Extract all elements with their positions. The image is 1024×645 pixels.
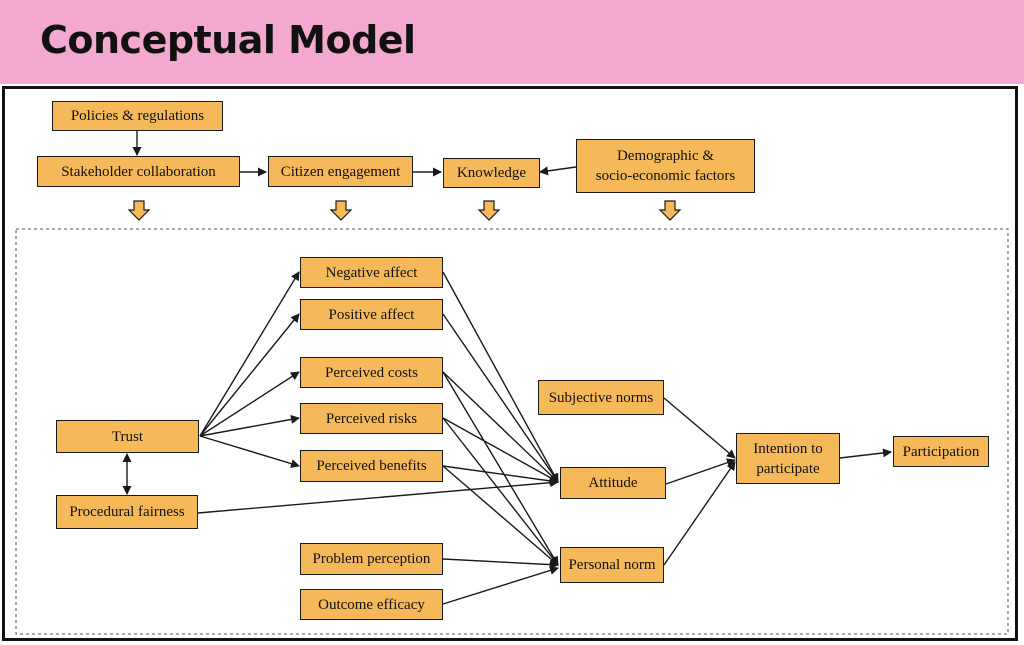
node-label: Policies & regulations xyxy=(70,108,205,124)
node-label: Positive affect xyxy=(328,306,415,323)
arrow-trust-to-negative-affect xyxy=(199,271,300,437)
arrow-perceived-benefits-to-personal-norm xyxy=(442,465,559,566)
node-perceived-costs: Perceived costs xyxy=(300,357,443,388)
node-stakeholder-collaboration: Stakeholder collaboration xyxy=(37,156,240,187)
node-personal-norm: Personal norm xyxy=(560,547,664,583)
arrow-perceived-costs-to-personal-norm xyxy=(442,371,559,566)
node-perceived-risks: Perceived risks xyxy=(300,403,443,434)
node-label: Citizen engagement xyxy=(280,163,401,180)
arrow-procedural-fairness-to-attitude xyxy=(197,478,559,514)
node-label: Perceived risks xyxy=(325,410,418,427)
arrow-subjective-norms-to-intention xyxy=(663,397,736,459)
arrow-problem-perception-to-personal-norm xyxy=(442,558,559,570)
node-label: Perceived costs xyxy=(325,364,418,381)
arrow-personal-norm-to-intention xyxy=(663,461,736,566)
down-arrow-icon xyxy=(329,200,353,221)
arrow-perceived-risks-to-personal-norm xyxy=(442,417,559,566)
dashed-model-area xyxy=(15,228,1009,635)
node-demographic-factors: Demographic & socio-economic factors xyxy=(576,139,755,193)
down-arrow-icon xyxy=(127,200,151,221)
arrow-trust-to-positive-affect xyxy=(199,313,300,437)
arrow-demographic-to-knowledge xyxy=(539,166,577,176)
node-label-line-1: Demographic & xyxy=(616,148,715,164)
node-label-line-2: participate xyxy=(756,460,820,477)
node-positive-affect: Positive affect xyxy=(300,299,443,330)
node-label: Knowledge xyxy=(456,165,527,181)
node-perceived-benefits: Perceived benefits xyxy=(300,450,443,482)
node-label: Trust xyxy=(111,428,144,445)
node-policies-regulations: Policies & regulations xyxy=(52,101,223,131)
node-label: Participation xyxy=(902,443,980,460)
down-arrow-icon xyxy=(658,200,682,221)
node-intention-to-participate: Intention to participate xyxy=(736,433,840,484)
arrow-trust-to-perceived-benefits xyxy=(199,435,300,468)
arrow-trust-to-perceived-risks xyxy=(199,415,300,437)
arrow-perceived-benefits-to-attitude xyxy=(442,465,559,486)
node-negative-affect: Negative affect xyxy=(300,257,443,288)
node-label-line-2: socio-economic factors xyxy=(595,168,736,184)
node-label-line-1: Intention to xyxy=(753,440,823,457)
arrow-attitude-to-intention xyxy=(665,458,736,485)
node-label: Subjective norms xyxy=(548,389,654,406)
arrow-perceived-costs-to-attitude xyxy=(442,371,559,483)
node-label: Problem perception xyxy=(312,551,431,567)
node-label: Outcome efficacy xyxy=(318,596,425,613)
node-outcome-efficacy: Outcome efficacy xyxy=(300,589,443,620)
down-arrow-icon xyxy=(477,200,501,221)
node-knowledge: Knowledge xyxy=(443,158,540,188)
node-problem-perception: Problem perception xyxy=(300,543,443,575)
node-trust: Trust xyxy=(56,420,199,453)
node-citizen-engagement: Citizen engagement xyxy=(268,156,413,187)
node-label: Procedural fairness xyxy=(69,504,185,520)
arrow-intention-to-participation xyxy=(839,448,892,459)
node-procedural-fairness: Procedural fairness xyxy=(56,495,198,529)
node-label: Perceived benefits xyxy=(316,458,427,474)
node-participation: Participation xyxy=(893,436,989,467)
arrow-outcome-efficacy-to-personal-norm xyxy=(442,566,559,605)
node-label: Stakeholder collaboration xyxy=(61,163,216,180)
arrow-positive-affect-to-attitude xyxy=(442,313,559,483)
arrow-perceived-risks-to-attitude xyxy=(442,417,559,483)
arrow-negative-affect-to-attitude xyxy=(442,271,559,483)
node-label: Attitude xyxy=(588,475,638,491)
header-banner: Conceptual Model xyxy=(0,0,1024,84)
node-label: Negative affect xyxy=(325,264,418,281)
node-label: Personal norm xyxy=(568,557,656,573)
page-title: Conceptual Model xyxy=(40,18,416,62)
arrow-trust-to-perceived-costs xyxy=(199,371,300,437)
node-subjective-norms: Subjective norms xyxy=(538,380,664,415)
node-attitude: Attitude xyxy=(560,467,666,499)
